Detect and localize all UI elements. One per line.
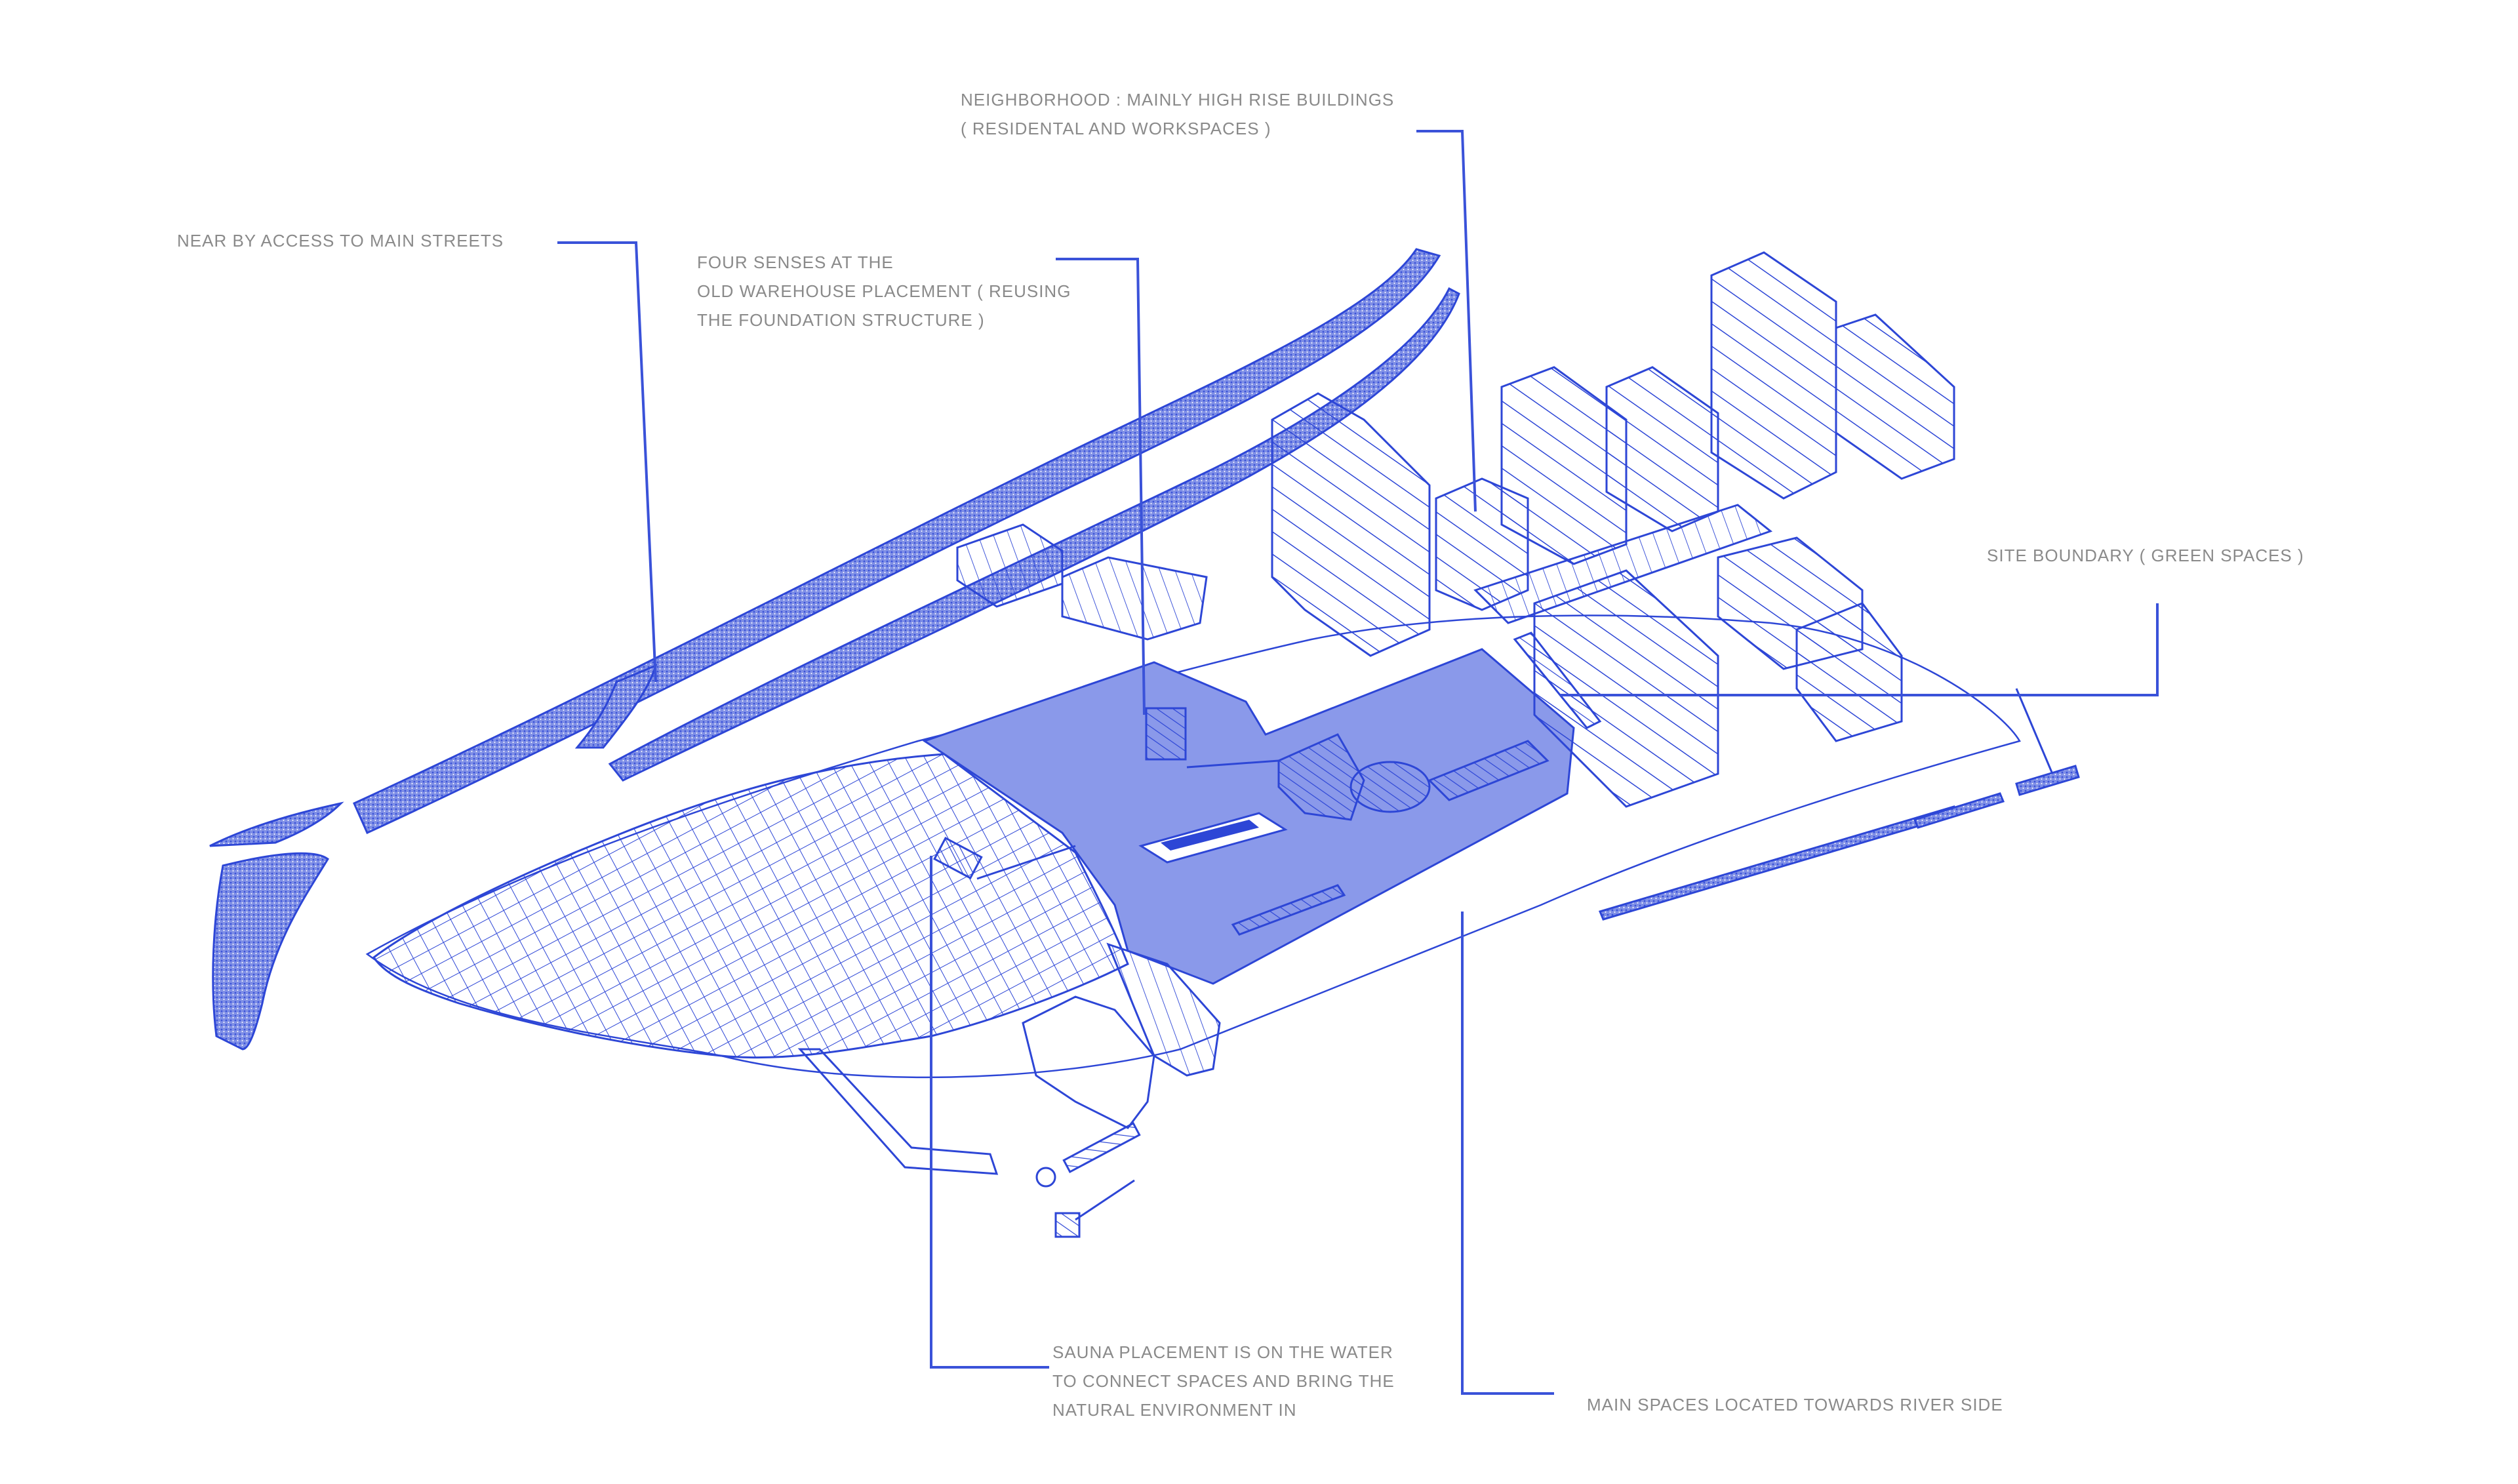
label-line: MAIN SPACES LOCATED TOWARDS RIVER SIDE [1587, 1395, 2003, 1414]
tower-1 [1271, 392, 1431, 657]
river-edge [797, 942, 1221, 1238]
label-neighborhood: NEIGHBORHOOD : MAINLY HIGH RISE BUILDING… [961, 85, 1394, 143]
warehouse-cube [1145, 707, 1187, 761]
leader-lines [557, 130, 2159, 1395]
leader-boundary [1561, 603, 2159, 696]
main-building [1277, 733, 1365, 821]
label-site-boundary: SITE BOUNDARY ( GREEN SPACES ) [1987, 541, 2304, 570]
boardwalk-east [2015, 765, 2080, 796]
riverside-boardwalks [1598, 688, 2080, 921]
label-line: OLD WAREHOUSE PLACEMENT ( REUSING [697, 281, 1071, 301]
label-river-side: MAIN SPACES LOCATED TOWARDS RIVER SIDE [1587, 1390, 2003, 1419]
label-line: THE FOUNDATION STRUCTURE ) [697, 310, 985, 330]
label-line: SAUNA PLACEMENT IS ON THE WATER [1052, 1342, 1393, 1362]
high-rise-buildings [1271, 251, 1955, 808]
leader-sauna [930, 856, 1049, 1369]
leader-river [1461, 912, 1554, 1395]
waterfront-deck [1022, 995, 1155, 1129]
podium-low [1473, 504, 1773, 624]
label-four-senses: FOUR SENSES AT THE OLD WAREHOUSE PLACEME… [697, 248, 1071, 334]
pier-left [797, 1048, 999, 1175]
plaza-buildings [933, 707, 1549, 936]
rotunda [1349, 761, 1431, 813]
building-b [1061, 556, 1208, 641]
label-sauna-placement: SAUNA PLACEMENT IS ON THE WATER TO CONNE… [1052, 1338, 1395, 1424]
boardwalk-long [1598, 805, 1959, 921]
label-line: TO CONNECT SPACES AND BRING THE [1052, 1371, 1395, 1391]
label-line: SITE BOUNDARY ( GREEN SPACES ) [1987, 546, 2304, 565]
boardwalk-mid [1913, 792, 2005, 829]
pool [1161, 820, 1259, 851]
road-buildings [956, 523, 1208, 641]
label-line: NEIGHBORHOOD : MAINLY HIGH RISE BUILDING… [961, 90, 1395, 110]
lower-block-1 [1533, 569, 1719, 808]
label-line: ( RESIDENTAL AND WORKSPACES ) [961, 119, 1271, 138]
path-east [1186, 759, 1279, 769]
label-line: NEAR BY ACCESS TO MAIN STREETS [177, 231, 504, 251]
main-streets [209, 248, 1460, 1051]
sauna-jetty [1062, 1121, 1141, 1174]
label-main-streets: NEAR BY ACCESS TO MAIN STREETS [177, 226, 504, 255]
label-line: NATURAL ENVIRONMENT IN [1052, 1400, 1297, 1420]
sauna-platform [1054, 1212, 1081, 1238]
label-line: FOUR SENSES AT THE [697, 252, 894, 272]
leader-neighborhood [1416, 130, 1477, 512]
sauna-pod [1035, 1167, 1056, 1188]
leader-senses [1056, 258, 1146, 715]
bench-row [1231, 884, 1346, 936]
landscape-hatched [372, 753, 1129, 1059]
road-lower [608, 287, 1460, 782]
boundary-strip [1513, 632, 1602, 729]
road-fragment-left [209, 801, 344, 847]
path-west [976, 845, 1076, 880]
road-fragment-curve [212, 852, 329, 1051]
waterfront-terrace [1106, 942, 1221, 1077]
leader-streets [557, 241, 657, 683]
tower-5 [1710, 251, 1837, 500]
tower-6 [1835, 313, 1955, 480]
sauna-unit-west [933, 836, 983, 879]
lower-block-3 [1795, 602, 1903, 742]
boardwalk-link [2015, 688, 2054, 774]
east-wing [1428, 740, 1549, 801]
sauna-walkway [1075, 1179, 1135, 1221]
